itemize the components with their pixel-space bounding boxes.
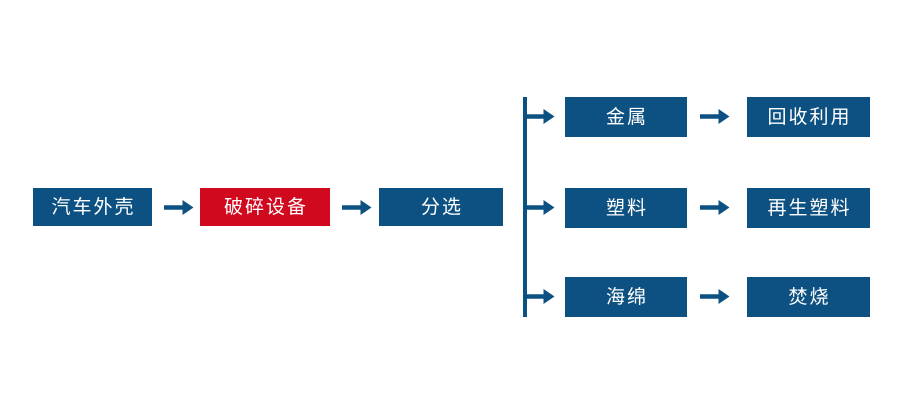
arrow-plastic-to-outcome-icon	[700, 198, 730, 217]
node-material-metal[interactable]: 金属	[565, 97, 687, 137]
arrow-bus-to-plastic-icon	[525, 198, 555, 217]
arrow-bus-to-sponge-icon	[525, 287, 555, 306]
arrow-sponge-to-outcome-icon	[700, 287, 730, 306]
arrow-shell-to-crusher-icon	[164, 198, 194, 217]
node-outcome-sponge[interactable]: 焚烧	[747, 277, 870, 317]
node-outcome-plastic[interactable]: 再生塑料	[747, 188, 870, 228]
node-material-sponge[interactable]: 海绵	[565, 277, 687, 317]
arrow-crusher-to-sorting-icon	[342, 198, 372, 217]
arrow-metal-to-outcome-icon	[700, 107, 730, 126]
arrow-bus-to-metal-icon	[525, 107, 555, 126]
node-shell[interactable]: 汽车外壳	[33, 188, 152, 226]
node-outcome-metal[interactable]: 回收利用	[747, 97, 870, 137]
node-crusher[interactable]: 破碎设备	[200, 188, 330, 226]
node-sorting[interactable]: 分选	[379, 188, 503, 226]
node-material-plastic[interactable]: 塑料	[565, 188, 687, 228]
